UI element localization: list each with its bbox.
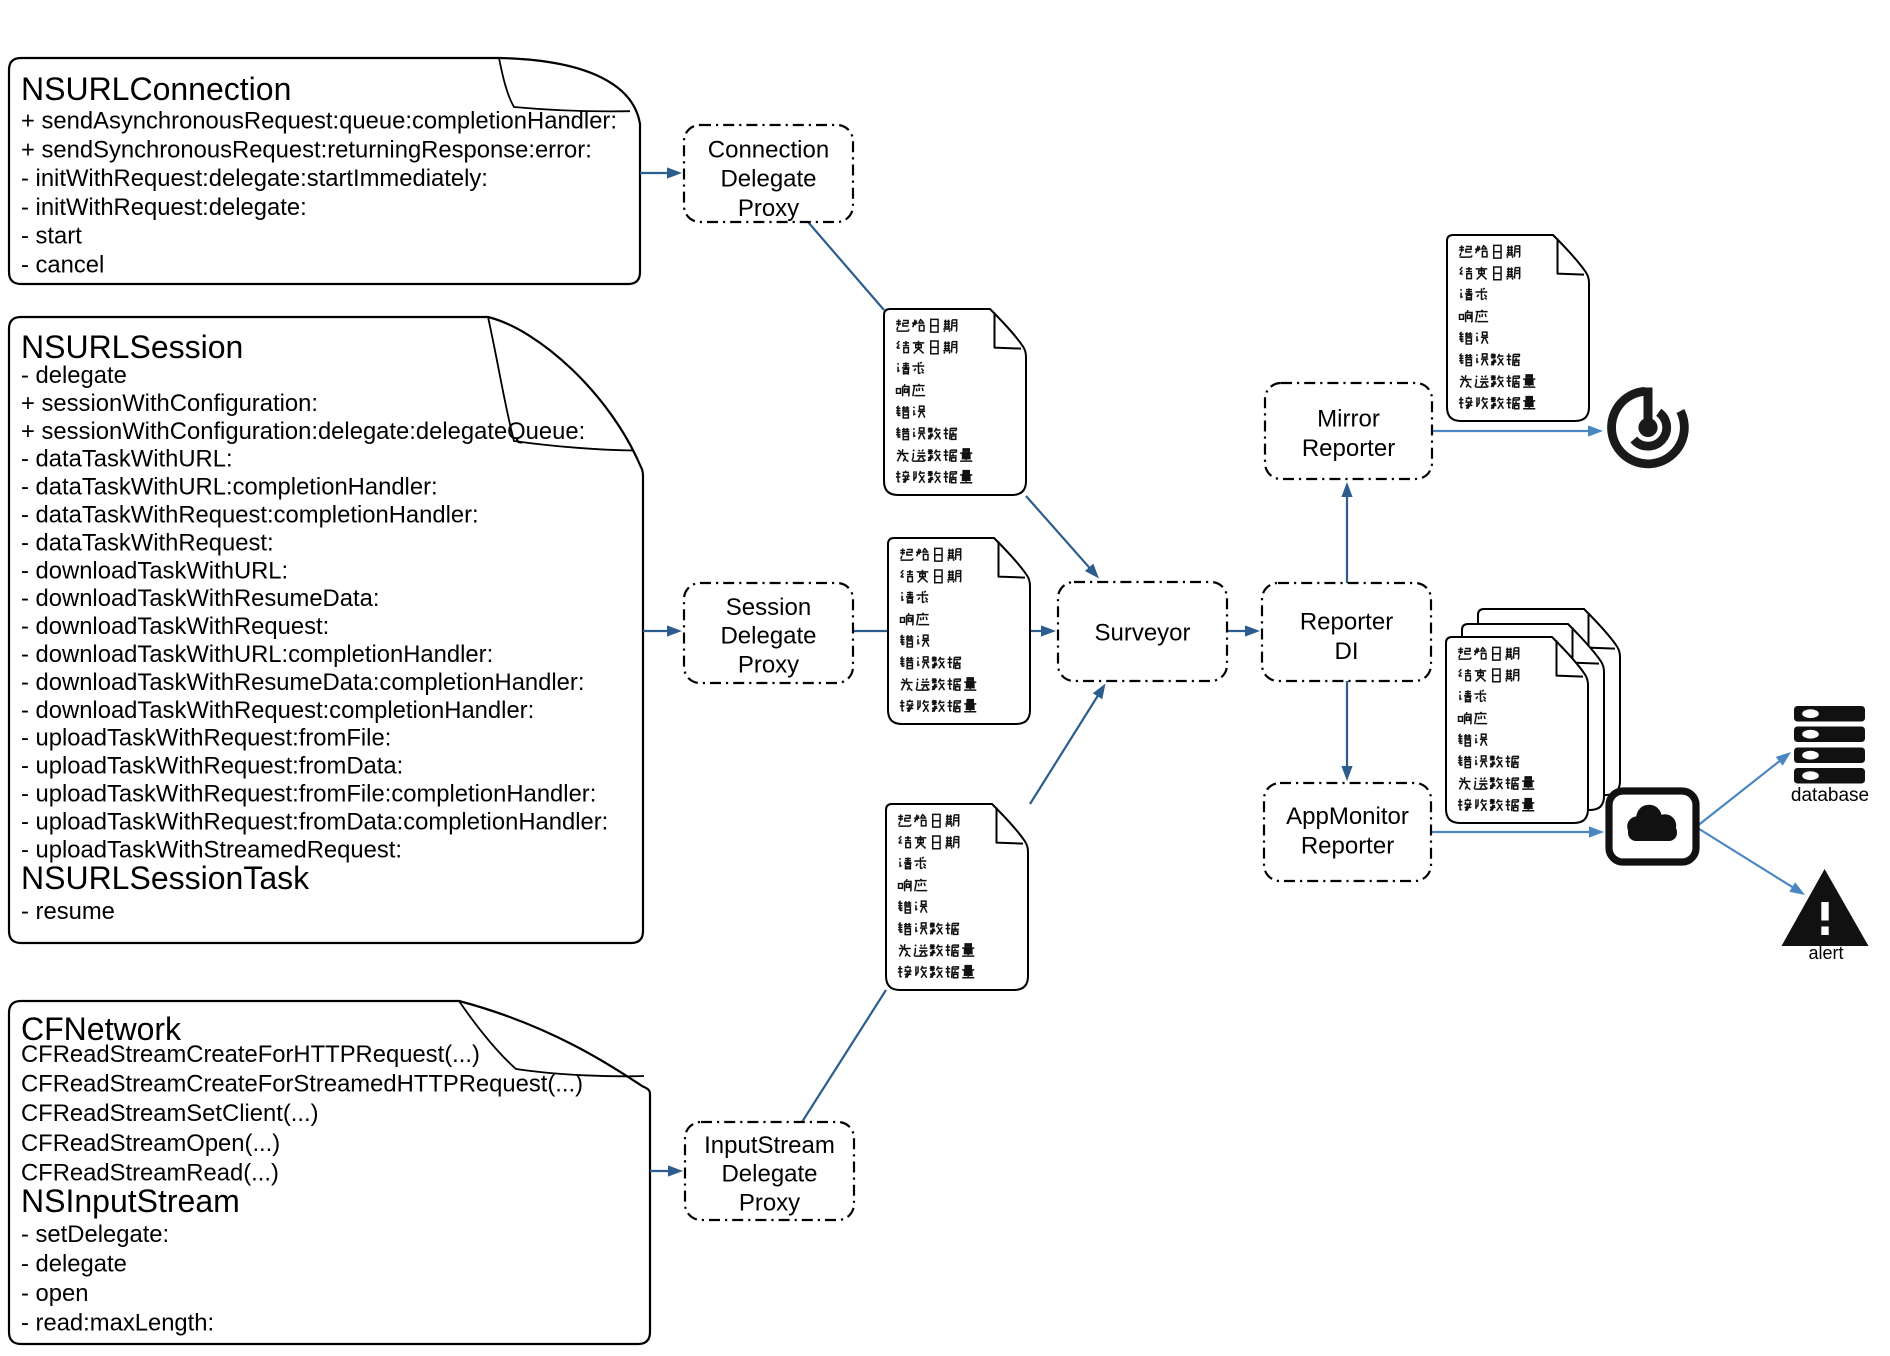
svg-text:NSURLSession: NSURLSession bbox=[21, 329, 243, 365]
svg-text:- downloadTaskWithRequest:comp: - downloadTaskWithRequest:completionHand… bbox=[21, 697, 534, 724]
svg-text:DI: DI bbox=[1335, 638, 1359, 665]
svg-text:Reporter: Reporter bbox=[1300, 609, 1393, 636]
svg-text:NSInputStream: NSInputStream bbox=[21, 1183, 240, 1219]
svg-text:Connection: Connection bbox=[708, 136, 829, 163]
svg-text:- uploadTaskWithStreamedReques: - uploadTaskWithStreamedRequest: bbox=[21, 836, 402, 863]
svg-text:- downloadTaskWithResumeData:: - downloadTaskWithResumeData: bbox=[21, 585, 379, 612]
svg-text:- dataTaskWithRequest:completi: - dataTaskWithRequest:completionHandler: bbox=[21, 502, 479, 529]
svg-text:- delegate: - delegate bbox=[21, 362, 127, 389]
svg-text:CFReadStreamCreateForHTTPReque: CFReadStreamCreateForHTTPRequest(...) bbox=[21, 1041, 480, 1068]
svg-text:+ sendAsynchronousRequest:queu: + sendAsynchronousRequest:queue:completi… bbox=[21, 108, 617, 135]
svg-text:Surveyor: Surveyor bbox=[1094, 620, 1190, 647]
svg-text:Delegate: Delegate bbox=[720, 166, 816, 193]
svg-text:+ sendSynchronousRequest:retur: + sendSynchronousRequest:returningRespon… bbox=[21, 136, 592, 163]
svg-text:- dataTaskWithRequest:: - dataTaskWithRequest: bbox=[21, 529, 274, 556]
svg-text:CFNetwork: CFNetwork bbox=[21, 1011, 182, 1047]
svg-text:Proxy: Proxy bbox=[739, 1190, 800, 1217]
svg-text:Proxy: Proxy bbox=[738, 652, 799, 679]
svg-text:- setDelegate:: - setDelegate: bbox=[21, 1221, 169, 1248]
svg-text:CFReadStreamSetClient(...): CFReadStreamSetClient(...) bbox=[21, 1100, 319, 1127]
svg-text:database: database bbox=[1791, 785, 1869, 806]
svg-text:Delegate: Delegate bbox=[720, 623, 816, 650]
svg-text:- uploadTaskWithRequest:fromFi: - uploadTaskWithRequest:fromFile: bbox=[21, 725, 391, 752]
svg-text:- downloadTaskWithRequest:: - downloadTaskWithRequest: bbox=[21, 613, 329, 640]
svg-text:NSURLConnection: NSURLConnection bbox=[21, 71, 291, 107]
svg-text:alert: alert bbox=[1808, 943, 1843, 963]
svg-text:AppMonitor: AppMonitor bbox=[1286, 803, 1409, 830]
svg-text:- initWithRequest:delegate:: - initWithRequest:delegate: bbox=[21, 194, 307, 221]
svg-text:- start: - start bbox=[21, 223, 82, 250]
svg-text:Session: Session bbox=[726, 594, 811, 621]
svg-text:InputStream: InputStream bbox=[704, 1132, 835, 1159]
svg-text:Reporter: Reporter bbox=[1301, 832, 1394, 859]
svg-text:- dataTaskWithURL:: - dataTaskWithURL: bbox=[21, 446, 233, 473]
svg-text:Proxy: Proxy bbox=[738, 195, 799, 222]
svg-text:- open: - open bbox=[21, 1280, 88, 1307]
svg-text:- downloadTaskWithResumeData:c: - downloadTaskWithResumeData:completionH… bbox=[21, 669, 584, 696]
svg-text:Mirror: Mirror bbox=[1317, 406, 1380, 433]
svg-text:- initWithRequest:delegate:sta: - initWithRequest:delegate:startImmediat… bbox=[21, 165, 488, 192]
svg-text:- uploadTaskWithRequest:fromFi: - uploadTaskWithRequest:fromFile:complet… bbox=[21, 781, 596, 808]
svg-text:CFReadStreamCreateForStreamedH: CFReadStreamCreateForStreamedHTTPRequest… bbox=[21, 1071, 583, 1098]
svg-text:- uploadTaskWithRequest:fromDa: - uploadTaskWithRequest:fromData: bbox=[21, 753, 403, 780]
svg-text:+ sessionWithConfiguration:del: + sessionWithConfiguration:delegate:dele… bbox=[21, 418, 585, 445]
svg-text:CFReadStreamRead(...): CFReadStreamRead(...) bbox=[21, 1159, 279, 1186]
svg-text:Delegate: Delegate bbox=[721, 1161, 817, 1188]
svg-text:NSURLSessionTask: NSURLSessionTask bbox=[21, 860, 310, 896]
svg-text:- cancel: - cancel bbox=[21, 252, 104, 279]
svg-text:CFReadStreamOpen(...): CFReadStreamOpen(...) bbox=[21, 1130, 280, 1157]
svg-text:Reporter: Reporter bbox=[1302, 435, 1395, 462]
svg-text:- downloadTaskWithURL:: - downloadTaskWithURL: bbox=[21, 557, 288, 584]
svg-text:- dataTaskWithURL:completionHa: - dataTaskWithURL:completionHandler: bbox=[21, 474, 438, 501]
svg-text:+ sessionWithConfiguration:: + sessionWithConfiguration: bbox=[21, 390, 318, 417]
svg-text:- resume: - resume bbox=[21, 898, 115, 925]
svg-text:- downloadTaskWithURL:completi: - downloadTaskWithURL:completionHandler: bbox=[21, 641, 493, 668]
svg-text:- uploadTaskWithRequest:fromDa: - uploadTaskWithRequest:fromData:complet… bbox=[21, 808, 608, 835]
svg-text:- read:maxLength:: - read:maxLength: bbox=[21, 1310, 214, 1337]
svg-text:- delegate: - delegate bbox=[21, 1250, 127, 1277]
